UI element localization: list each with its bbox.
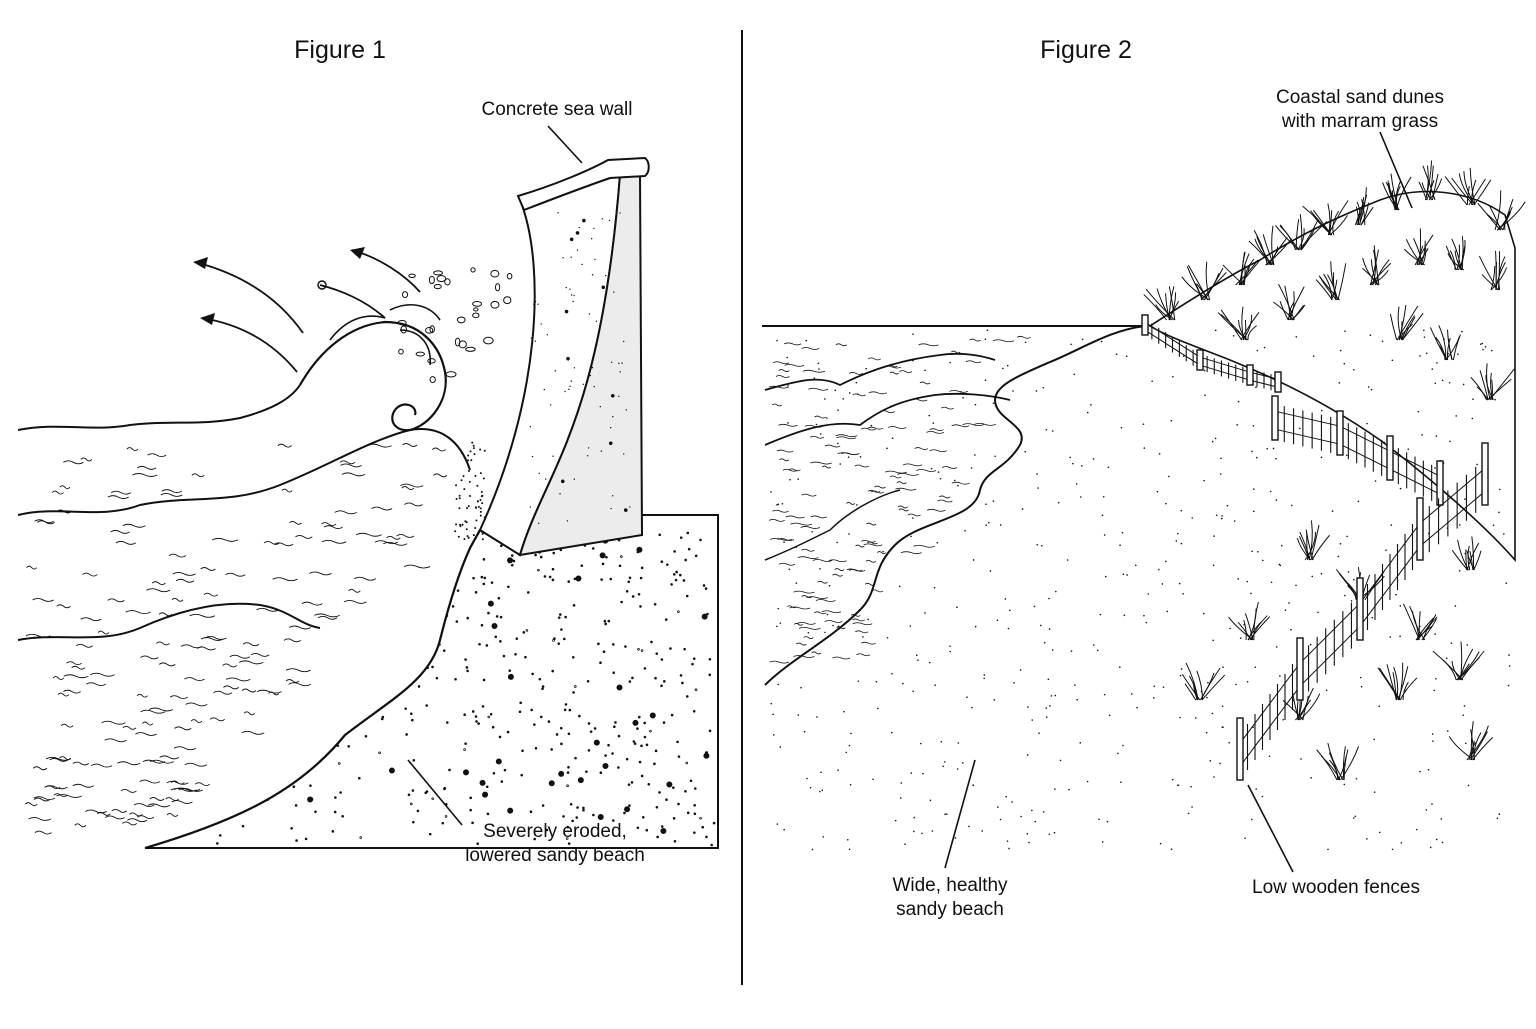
label-dunes-line2: with marram grass <box>1281 111 1438 132</box>
wave-line-2 <box>764 392 1011 446</box>
label-sea-wall: Concrete sea wall <box>481 99 632 120</box>
wall-texture <box>529 212 631 525</box>
wave-crest-foam <box>329 304 441 366</box>
sand-dunes <box>1148 190 1516 563</box>
wave-line-3 <box>764 489 901 561</box>
label-healthy-beach-line2: sandy beach <box>896 899 1004 920</box>
shoreline-fig2 <box>764 325 1146 686</box>
label-healthy-beach-line1: Wide, healthy <box>892 875 1008 896</box>
sea-wall-side <box>518 174 644 557</box>
sea-ripples-fig2 <box>768 335 1031 664</box>
wave-spray <box>397 267 513 541</box>
breaking-wave <box>299 320 447 432</box>
beach-stipple-fig2 <box>770 329 1511 851</box>
shoreline-fig1 <box>144 529 481 850</box>
wave-second-swell <box>17 602 321 641</box>
leader-fences <box>1247 784 1294 873</box>
marram-grass <box>1143 160 1526 781</box>
sea-wall-cap <box>516 156 650 212</box>
label-eroded-beach-line1: Severely eroded, <box>483 821 627 842</box>
label-eroded-beach-line2: lowered sandy beach <box>465 845 645 866</box>
sea-fig1 <box>18 319 475 849</box>
sea-ripples <box>24 443 448 835</box>
wave-line-1 <box>764 352 996 391</box>
wooden-fences <box>1141 314 1489 781</box>
figure-2-title: Figure 2 <box>1040 36 1132 64</box>
leader-eroded-beach <box>407 759 463 826</box>
sea-surface-line <box>17 384 301 431</box>
figure-1-illustration <box>17 125 719 850</box>
figure-2-illustration <box>762 131 1526 873</box>
leader-sea-wall <box>547 125 583 164</box>
figure-1-title: Figure 1 <box>294 36 386 64</box>
wave-front-swell <box>17 428 471 516</box>
label-fences: Low wooden fences <box>1252 877 1420 898</box>
label-dunes-line1: Coastal sand dunes <box>1276 87 1444 108</box>
leader-healthy-beach <box>944 759 976 869</box>
arrowheads <box>193 247 365 325</box>
leader-dunes <box>1379 131 1413 209</box>
